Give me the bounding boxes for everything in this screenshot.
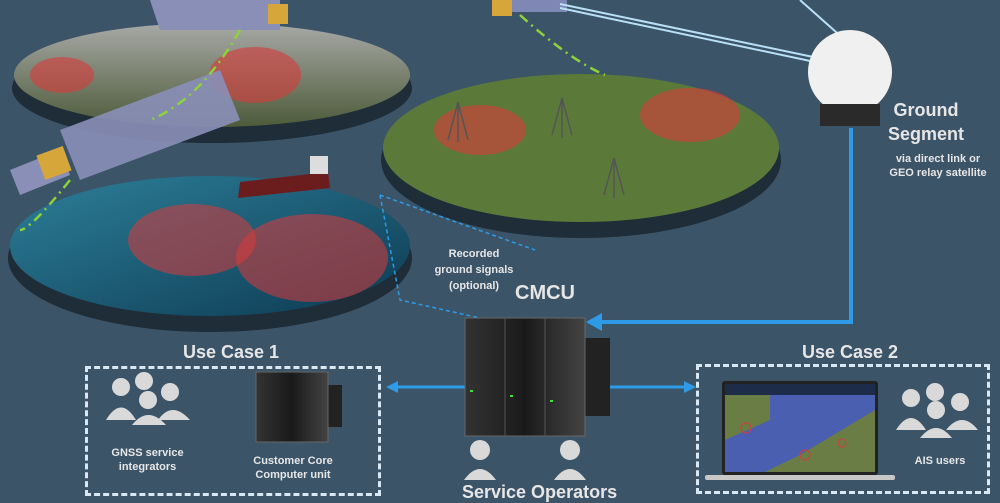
user-group-icon <box>106 372 190 425</box>
recorded-line1: Recorded <box>448 248 500 260</box>
ground-segment-title-line2: Segment <box>888 124 965 144</box>
customer-core-line1: Customer Core <box>253 455 333 467</box>
ground-segment-title: Ground Segment <box>888 98 964 146</box>
ground-segment-title-line1: Ground <box>893 100 959 120</box>
recorded-signals-link <box>379 194 536 319</box>
user-group-icon <box>896 383 978 438</box>
headset-operator-icon <box>464 440 586 480</box>
satellite-icon <box>150 0 567 30</box>
antenna-icons <box>447 97 625 198</box>
gnss-line2: integrators <box>118 461 177 473</box>
customer-core-label: Customer Core Computer unit <box>238 454 348 482</box>
recorded-signals-label: Recorded ground signals (optional) <box>430 246 518 294</box>
cmcu-server-icon <box>464 317 610 437</box>
cmcu-title: CMCU <box>515 282 575 304</box>
coverage-zone <box>640 88 740 142</box>
coverage-zone <box>434 105 526 155</box>
use-case-1-title: Use Case 1 <box>183 342 280 362</box>
customer-core-line2: Computer unit <box>255 469 331 481</box>
ground-station-radome-icon <box>808 30 892 126</box>
satellite-icon <box>10 70 240 195</box>
use-case-1-box <box>85 366 381 496</box>
recorded-line2: ground signals <box>434 264 514 276</box>
farmland-disc <box>381 74 781 238</box>
use-case-2-box <box>696 364 990 494</box>
customer-server-icon <box>255 371 342 443</box>
ground-to-cmcu-link <box>600 128 853 324</box>
ocean-disc <box>8 156 412 332</box>
gnss-integrators-label: GNSS service integrators <box>95 446 200 474</box>
ais-users-label: AIS users <box>914 455 966 467</box>
downlink-beam <box>559 0 846 63</box>
gnss-line1: GNSS service <box>111 447 184 459</box>
orbit-path <box>19 14 606 232</box>
recorded-line3: (optional) <box>448 280 500 292</box>
coverage-zone <box>128 204 256 276</box>
arrow-head-icon <box>586 313 602 331</box>
coverage-zone <box>209 47 301 103</box>
coverage-zone <box>236 214 388 302</box>
laptop-map-icon <box>705 381 895 480</box>
use-case-2-title: Use Case 2 <box>802 342 899 362</box>
coverage-zone <box>30 57 94 93</box>
service-operators-label: Service Operators <box>462 482 618 502</box>
ground-segment-subtitle: via direct link or GEO relay satellite <box>889 153 987 179</box>
ship-icon <box>238 172 330 198</box>
